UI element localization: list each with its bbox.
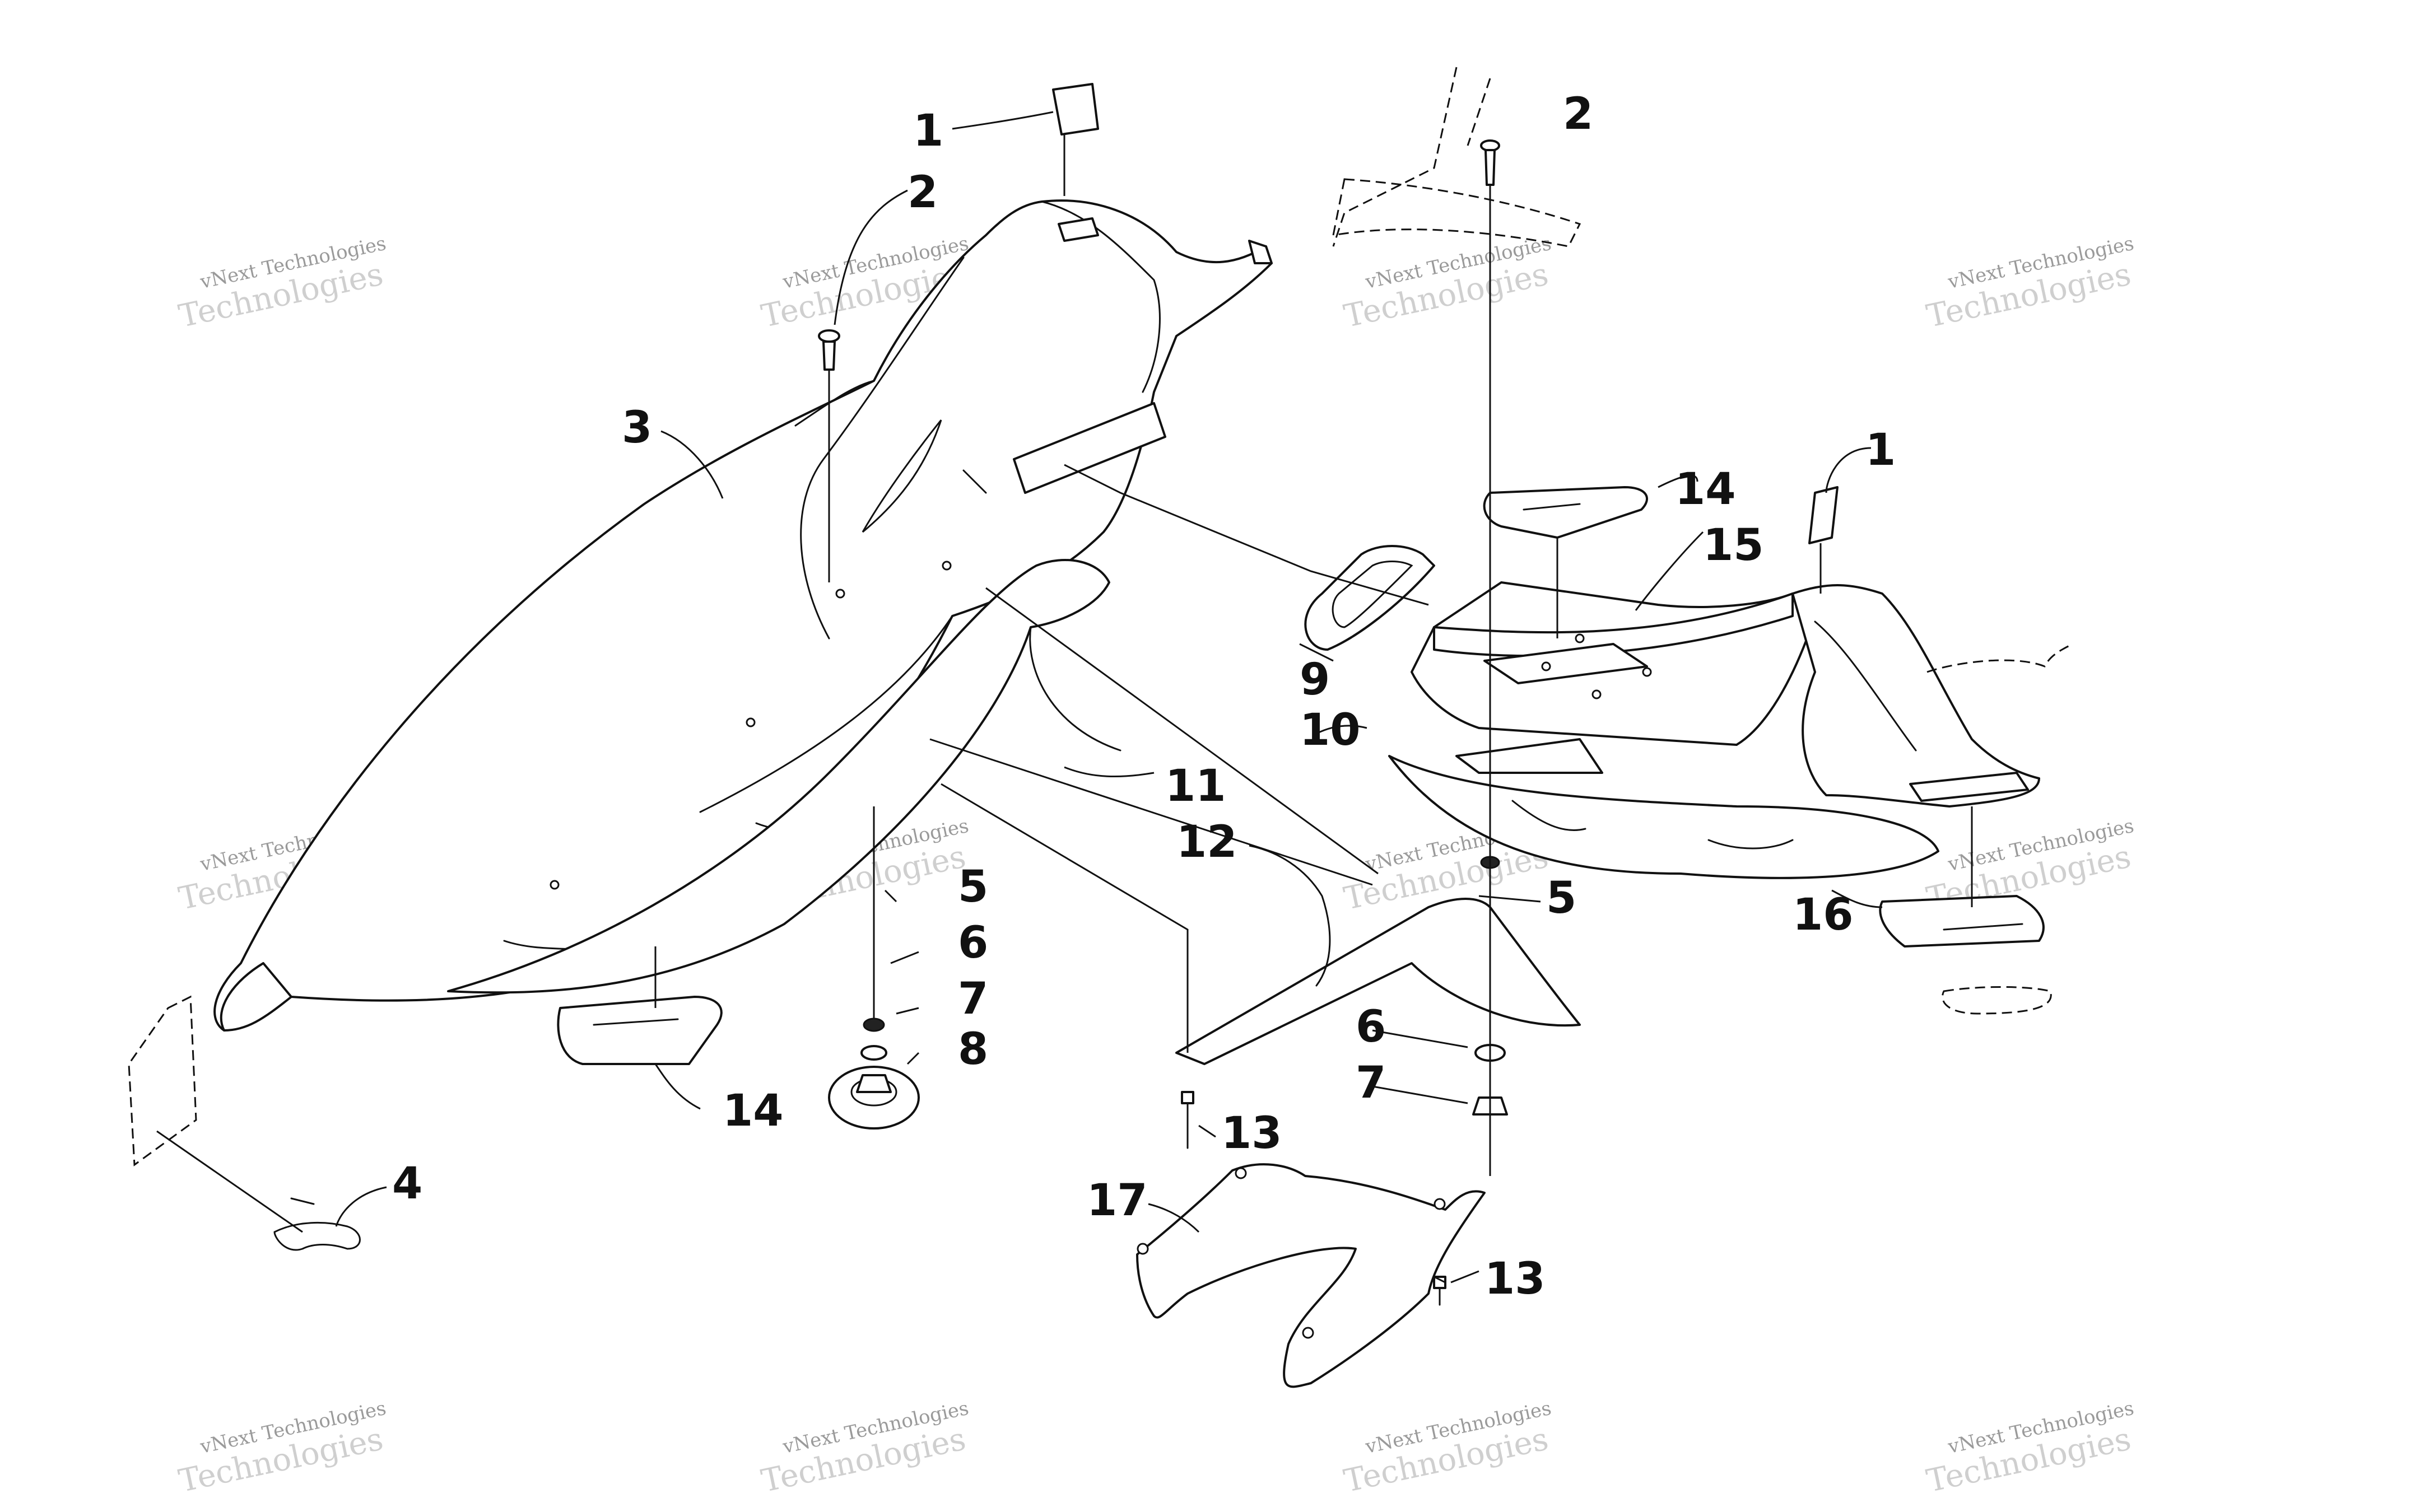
pad-top <box>1483 486 1648 539</box>
callout-7-right: 7 <box>1356 1058 1386 1108</box>
callouts: 1 2 3 14 15 9 10 11 12 5 6 7 8 14 4 13 1… <box>392 89 1896 1304</box>
side-panel-dashed <box>128 995 197 1166</box>
frame-context-dashed <box>1332 67 1581 248</box>
callout-5-left: 5 <box>958 862 988 912</box>
drive-shield <box>1136 1163 1486 1388</box>
seat-base <box>1388 581 2040 879</box>
callout-17: 17 <box>1087 1175 1148 1226</box>
callout-10: 10 <box>1300 705 1361 755</box>
callout-7-left: 7 <box>958 974 988 1024</box>
callout-1-left: 1 <box>913 106 943 156</box>
nut-left <box>863 1018 885 1032</box>
belly-deflector <box>1175 895 1581 1065</box>
seal-ring <box>1304 545 1435 651</box>
callout-11: 11 <box>1165 761 1226 811</box>
locknut-left <box>856 1074 892 1093</box>
callout-4: 4 <box>392 1159 422 1209</box>
splash-panel <box>447 559 1121 994</box>
callout-14-bottom: 14 <box>723 1086 784 1136</box>
callout-16: 16 <box>1793 890 1854 940</box>
callout-1-right: 1 <box>1865 425 1896 475</box>
washer-left <box>860 1045 887 1061</box>
callout-14-top: 14 <box>1675 464 1736 515</box>
screw-left <box>818 329 840 371</box>
tab-left <box>1052 83 1099 136</box>
callout-5-right: 5 <box>1546 873 1576 923</box>
leader-lines <box>156 111 1973 1284</box>
callout-15: 15 <box>1703 520 1764 571</box>
hitch-pin <box>273 1197 361 1251</box>
screw-right <box>1480 139 1500 186</box>
callout-8: 8 <box>958 1024 988 1075</box>
callout-12: 12 <box>1176 817 1237 867</box>
callout-13-right: 13 <box>1484 1254 1546 1304</box>
callout-6-right: 6 <box>1356 1002 1386 1052</box>
rivet-right <box>1433 1276 1446 1306</box>
rivet-left <box>1181 1091 1194 1149</box>
callout-2-right: 2 <box>1563 89 1593 139</box>
callout-3: 3 <box>622 403 652 453</box>
pad-bottom <box>557 996 723 1065</box>
trim-plate <box>1879 643 2073 1015</box>
tab-right <box>1808 486 1839 544</box>
callout-6-left: 6 <box>958 918 988 968</box>
callout-9: 9 <box>1300 655 1330 705</box>
callout-13-left: 13 <box>1221 1108 1282 1159</box>
callout-2-left: 2 <box>908 167 938 218</box>
